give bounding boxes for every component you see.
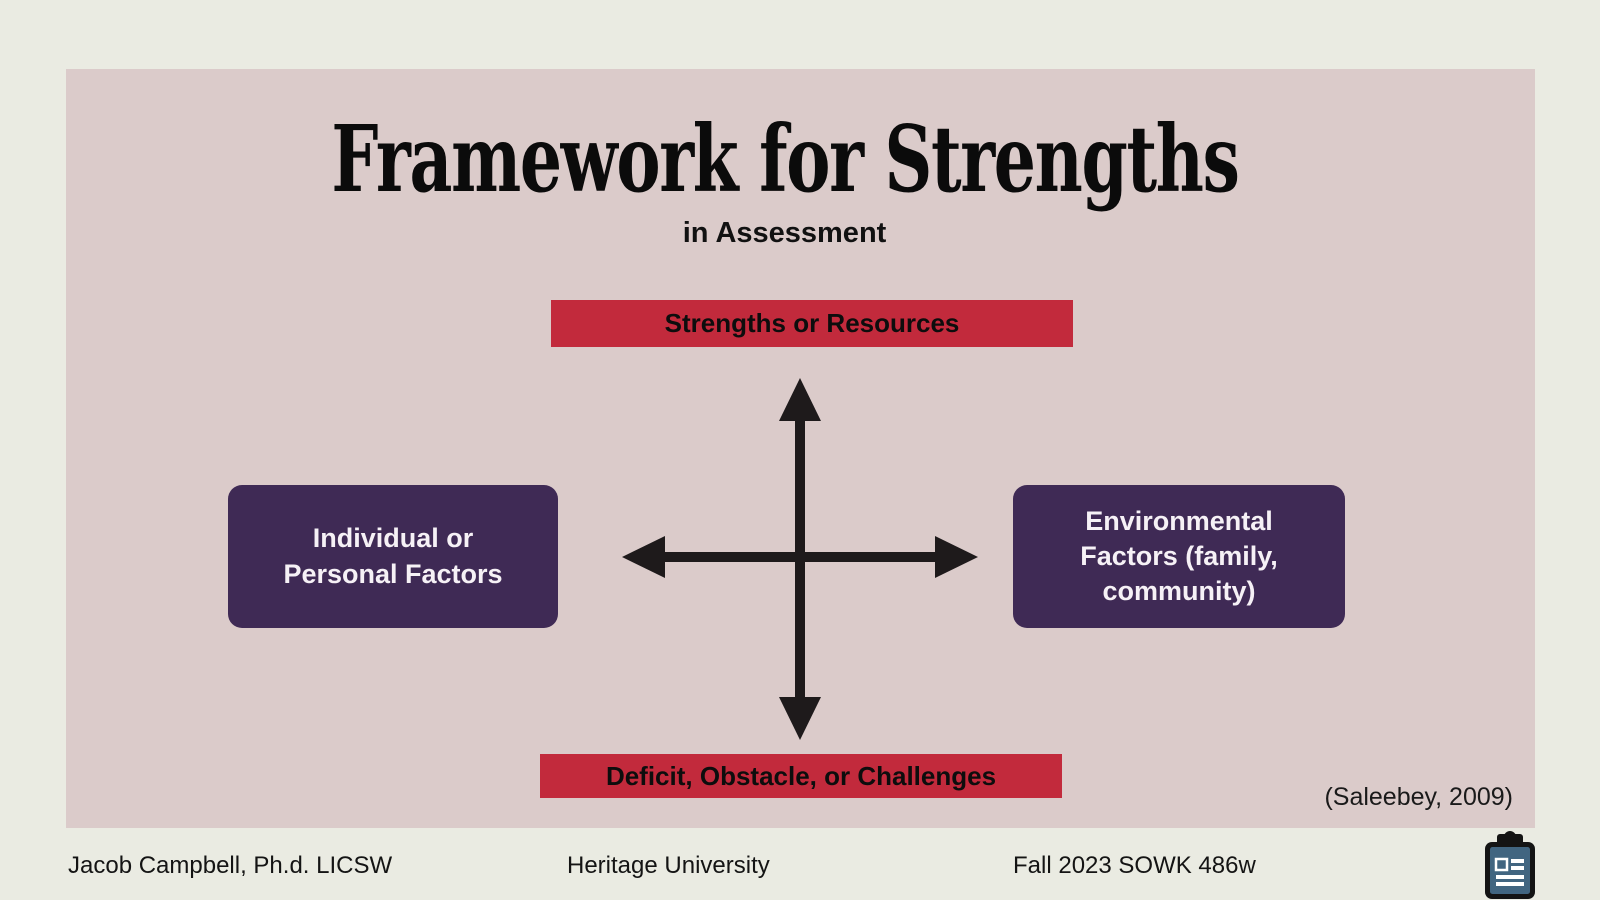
- footer-course: Fall 2023 SOWK 486w: [1013, 852, 1256, 879]
- individual-factors-label: Individual or Personal Factors: [283, 523, 503, 589]
- axes-arrows-graphic: [622, 378, 978, 740]
- citation-text: (Saleebey, 2009): [1324, 783, 1513, 811]
- environmental-factors-box: Environmental Factors (family, community…: [1013, 485, 1345, 628]
- left-arrowhead-icon: [622, 536, 665, 578]
- strengths-banner: Strengths or Resources: [551, 300, 1073, 347]
- clipboard-icon: [1485, 831, 1535, 899]
- individual-factors-box: Individual or Personal Factors: [228, 485, 558, 628]
- strengths-banner-label: Strengths or Resources: [664, 308, 960, 338]
- down-arrowhead-icon: [779, 697, 821, 740]
- page-title-text: Framework for Strengths: [330, 105, 1239, 213]
- slide-subtitle: in Assessment: [682, 217, 887, 249]
- horizontal-axis-line: [656, 552, 946, 562]
- deficit-banner: Deficit, Obstacle, or Challenges: [540, 754, 1062, 798]
- footer-author: Jacob Campbell, Ph.d. LICSW: [68, 852, 393, 879]
- slide-canvas: Framework for Strengths in Assessment St…: [66, 69, 1535, 828]
- clipboard-line-4: [1496, 882, 1524, 886]
- up-arrowhead-icon: [779, 378, 821, 421]
- deficit-banner-label: Deficit, Obstacle, or Challenges: [605, 760, 997, 791]
- clipboard-checkbox-glyph: [1494, 857, 1509, 872]
- clipboard-line-2: [1511, 866, 1524, 870]
- page-title: Framework for Strengths: [50, 113, 1519, 205]
- clipboard-line-1: [1511, 859, 1524, 863]
- clipboard-line-3: [1496, 875, 1524, 879]
- right-arrowhead-icon: [935, 536, 978, 578]
- footer-institution: Heritage University: [567, 852, 770, 879]
- environmental-factors-label: Environmental Factors (family, community…: [1080, 505, 1278, 607]
